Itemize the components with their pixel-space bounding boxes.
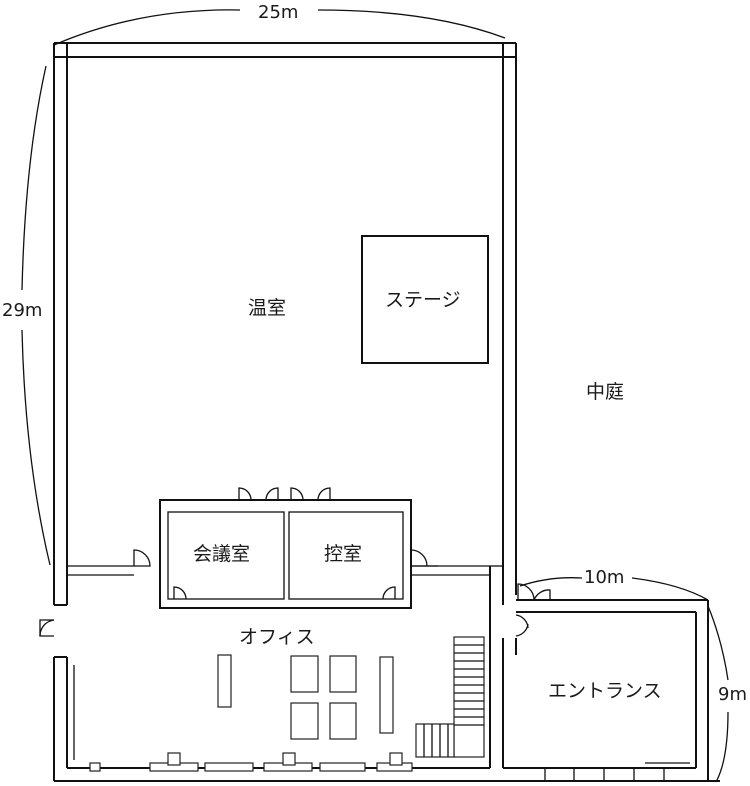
bottom-openings — [89, 752, 665, 781]
office-furniture — [217, 654, 394, 740]
waiting-room-label: 控室 — [324, 543, 362, 565]
entrance-walls — [502, 599, 709, 781]
stage-box — [361, 235, 489, 364]
courtyard-label: 中庭 — [586, 381, 624, 403]
meeting-room-label: 会議室 — [193, 543, 250, 565]
entrance-label: エントランス — [548, 680, 662, 702]
entrance-depth-label: 9m — [718, 684, 747, 705]
staircase — [415, 636, 485, 758]
dimension-lines — [21, 9, 729, 783]
entrance-width-label: 10m — [584, 567, 624, 588]
stage-label: ステージ — [385, 289, 461, 311]
office-label: オフィス — [239, 626, 315, 648]
greenhouse-depth-label: 29m — [2, 300, 42, 321]
greenhouse-label: 温室 — [248, 297, 286, 319]
greenhouse-walls — [53, 42, 517, 606]
partition-wall — [67, 565, 503, 576]
greenhouse-width-label: 25m — [258, 2, 298, 23]
doors — [39, 487, 551, 637]
